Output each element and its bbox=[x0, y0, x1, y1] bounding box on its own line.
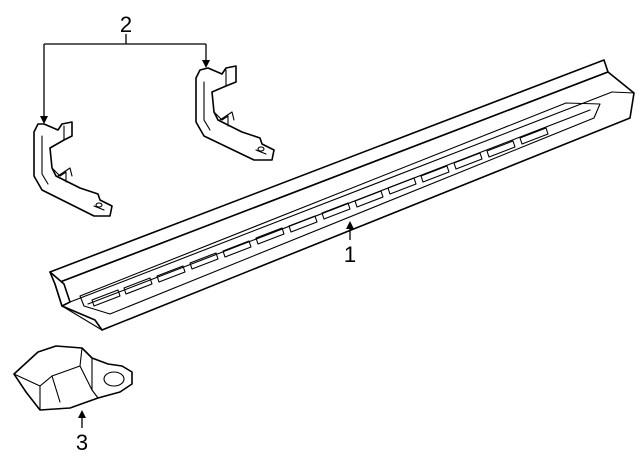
callout-label-3: 3 bbox=[76, 430, 88, 455]
callout-label-1: 1 bbox=[344, 242, 356, 267]
bracket-left bbox=[33, 121, 113, 217]
end-cap bbox=[13, 345, 133, 411]
bracket-right bbox=[195, 65, 275, 161]
tread-slots bbox=[91, 127, 549, 307]
callout-1-leader bbox=[346, 221, 354, 240]
running-board bbox=[49, 59, 635, 331]
callout-2-leader bbox=[40, 34, 210, 124]
callout-label-2: 2 bbox=[120, 12, 132, 37]
callout-3-leader bbox=[78, 410, 86, 428]
